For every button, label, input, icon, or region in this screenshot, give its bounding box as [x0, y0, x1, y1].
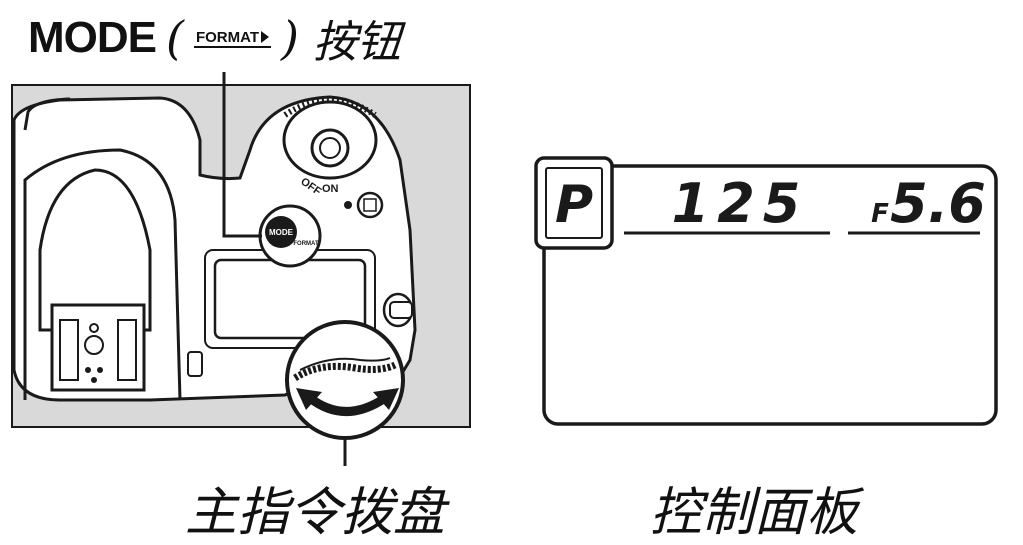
- exposure-mode-highlight: [534, 156, 614, 250]
- shutter-speed-value: 125: [672, 172, 809, 235]
- lcd-frame: [542, 164, 998, 426]
- format-label-text: FORMAT: [195, 28, 259, 46]
- rotate-arrow-icon: [307, 394, 388, 416]
- power-on-label: ON: [322, 183, 339, 195]
- viewfinder-prism: [38, 168, 152, 332]
- aperture-value: 5.6: [890, 172, 986, 235]
- format-label: FORMAT: [193, 28, 271, 48]
- main-command-dial[interactable]: [293, 361, 397, 382]
- format-triangle-icon: [261, 31, 269, 43]
- shutter-release-button[interactable]: [310, 128, 350, 168]
- main-command-dial-caption: 主指令拨盘: [185, 483, 446, 543]
- mode-button-sublabel: FORMAT: [293, 241, 319, 247]
- exposure-mode-indicator: P: [555, 175, 593, 235]
- paren-open: (: [166, 11, 184, 65]
- aperture-prefix: F: [871, 199, 889, 229]
- button-suffix: 按钮: [312, 17, 401, 68]
- mode-leader-line: [222, 72, 262, 238]
- mode-word: MODE: [28, 13, 157, 62]
- paren-close: ): [281, 11, 299, 65]
- mode-button-caption: MODE ( FORMAT ) 按钮: [28, 8, 401, 68]
- mode-button-label: MODE: [269, 228, 294, 237]
- control-panel-caption: 控制面板: [650, 483, 859, 543]
